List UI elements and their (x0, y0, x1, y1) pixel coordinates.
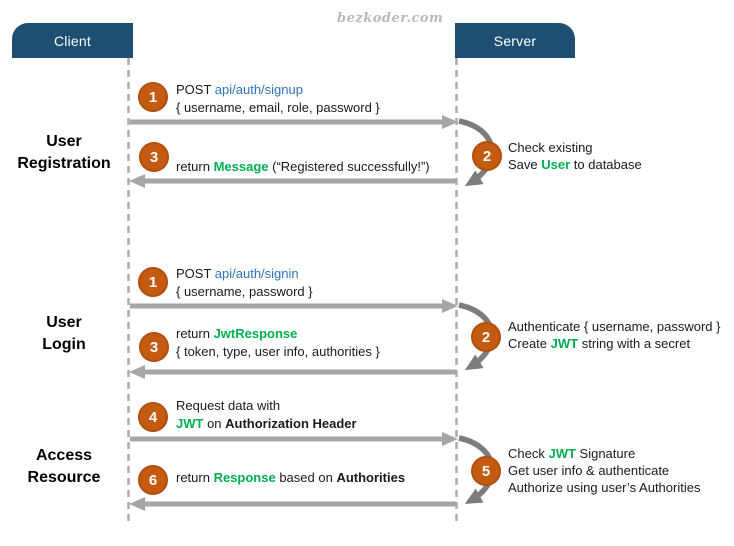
signup-response-arrow (129, 174, 456, 188)
section-label-access-resource: Access Resource (27, 447, 101, 486)
resource-request-text: Request data with JWT on Authorization H… (176, 398, 357, 431)
signin-response-arrow (129, 365, 456, 379)
signin-response-text: return JwtResponse { token, type, user i… (176, 326, 380, 359)
step-circle-1-signup: 1 (138, 82, 168, 112)
watermark: bezkoder.com (337, 11, 444, 26)
actor-server-label: Server (493, 32, 537, 49)
step-circle-3-signup: 3 (139, 142, 169, 172)
resource-server-text: Check JWT Signature Get user info & auth… (508, 446, 701, 495)
section-label-user-login: User Login (42, 314, 86, 353)
step-circle-2-signup: 2 (472, 141, 502, 171)
actor-client-label: Client (54, 32, 91, 49)
resource-request-arrow (130, 432, 458, 446)
signup-response-text: return Message (“Registered successfully… (176, 159, 430, 174)
signup-server-text: Check existing Save User to database (508, 140, 642, 172)
section-label-user-registration: User Registration (17, 133, 111, 172)
resource-response-arrow (129, 497, 456, 511)
resource-response-text: return Response based on Authorities (176, 470, 406, 485)
actor-server-header: Server (455, 23, 575, 58)
signup-request-arrow (130, 115, 458, 129)
step-circle-5-resource: 5 (471, 456, 501, 486)
step-circle-3-signin: 3 (139, 332, 169, 362)
signin-request-arrow (130, 299, 458, 313)
step-circle-2-signin: 2 (471, 322, 501, 352)
signin-request-text: POST api/auth/signin { username, passwor… (176, 266, 313, 299)
signup-request-text: POST api/auth/signup { username, email, … (176, 82, 380, 115)
step-circle-1-signin: 1 (138, 267, 168, 297)
signin-server-text: Authenticate { username, password } Crea… (508, 319, 721, 351)
actor-client-header: Client (12, 23, 133, 58)
step-circle-4-resource: 4 (138, 402, 168, 432)
step-circle-6-resource: 6 (138, 465, 168, 495)
